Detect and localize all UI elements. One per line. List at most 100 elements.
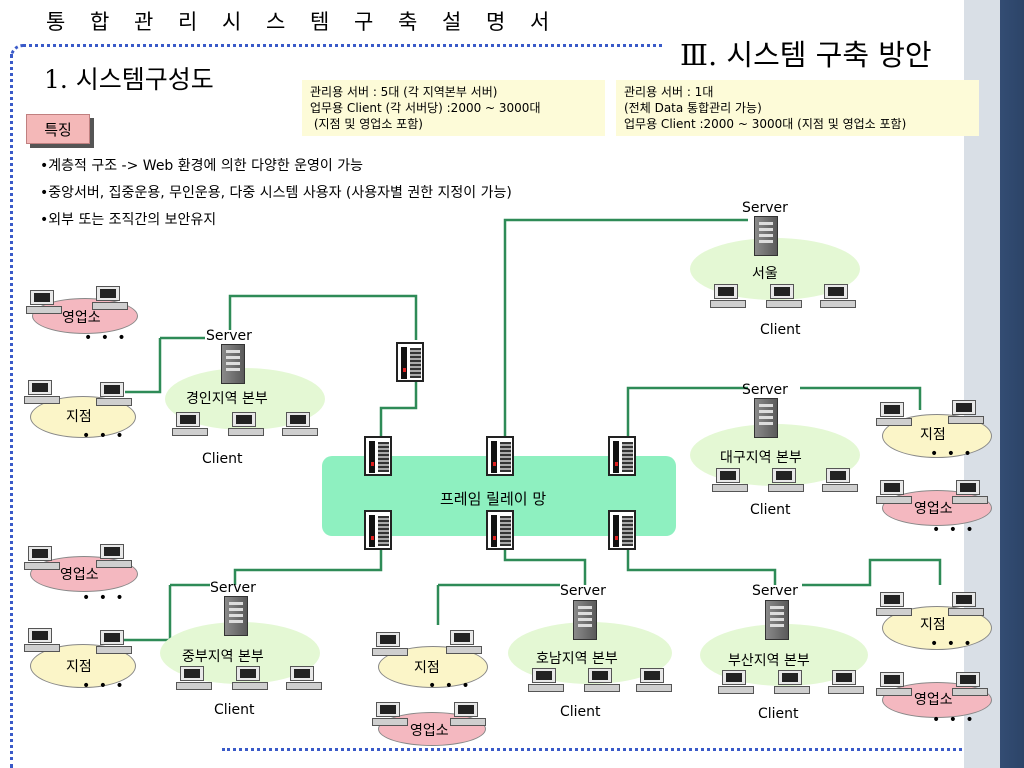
client-label: Client (214, 702, 255, 718)
feature-bullet: •중앙서버, 집중운용, 무인운용, 다중 시스템 사용자 (사용자별 권한 지… (40, 185, 512, 201)
branch-label: 지점 (414, 660, 440, 676)
server-tower-icon (754, 398, 778, 438)
region-name-seoul: 서울 (752, 266, 778, 282)
client-pc-icon (828, 670, 864, 696)
client-pc-icon (172, 412, 208, 438)
branch-pc-icon (948, 400, 984, 426)
more-dots: • • • (932, 522, 976, 538)
client-pc-icon (584, 668, 620, 694)
router-icon (364, 510, 392, 550)
office-pc-icon (24, 546, 60, 572)
office-pc-icon (26, 290, 62, 316)
router-icon (396, 342, 424, 382)
note-central-server: 관리용 서버 : 1대 (전체 Data 통합관리 가능) 업무용 Client… (616, 80, 979, 136)
more-dots: • • • (82, 428, 126, 444)
client-pc-icon (286, 666, 322, 692)
server-label: Server (206, 328, 252, 344)
office-pc-icon (450, 702, 486, 728)
office-pc-icon (876, 480, 912, 506)
link-gyeongin (228, 294, 418, 340)
office-label: 영업소 (62, 310, 101, 326)
server-tower-icon (754, 216, 778, 256)
office-pc-icon (876, 672, 912, 698)
branch-label: 지점 (920, 617, 946, 633)
branch-label: 지점 (66, 409, 92, 425)
branch-pc-icon (24, 628, 60, 654)
feature-badge: 특징 (26, 114, 90, 144)
client-pc-icon (768, 468, 804, 494)
branch-label: 지점 (66, 659, 92, 675)
note-regional-servers: 관리용 서버 : 5대 (각 지역본부 서버) 업무용 Client (각 서버… (302, 80, 605, 136)
link-daegu (626, 386, 748, 438)
note-line: 업무용 Client (각 서버당) :2000 ~ 3000대 (310, 101, 541, 115)
note-line: (지점 및 영업소 포함) (310, 117, 423, 131)
note-line: (전체 Data 통합관리 가능) (624, 101, 762, 115)
note-line: 관리용 서버 : 5대 (각 지역본부 서버) (310, 85, 498, 99)
branch-pc-icon (96, 382, 132, 408)
branch-label: 지점 (920, 427, 946, 443)
client-label: Client (750, 502, 791, 518)
link-jungbu (233, 548, 383, 585)
region-name-daegu: 대구지역 본부 (720, 450, 802, 466)
office-site (378, 712, 486, 746)
more-dots: • • • (930, 446, 974, 462)
region-name-gyeongin: 경인지역 본부 (186, 391, 268, 407)
server-tower-icon (573, 600, 597, 640)
dotted-frame-top (10, 44, 663, 57)
dotted-frame-bottom (222, 748, 962, 751)
link-rl-fr (379, 380, 418, 438)
branch-pc-icon (96, 630, 132, 656)
client-pc-icon (766, 284, 802, 310)
document-title: 통 합 관 리 시 스 템 구 축 설 명 서 (46, 10, 559, 34)
office-label: 영업소 (914, 501, 953, 517)
link-honam (503, 548, 587, 585)
office-pc-icon (952, 672, 988, 698)
server-label: Server (742, 382, 788, 398)
server-label: Server (560, 583, 606, 599)
more-dots: • • • (932, 712, 976, 728)
client-pc-icon (710, 284, 746, 310)
region-name-honam: 호남지역 본부 (536, 651, 618, 667)
client-pc-icon (636, 668, 672, 694)
more-dots: • • • (84, 330, 128, 346)
branch-pc-icon (372, 632, 408, 658)
section-title: Ⅲ. 시스템 구축 방안 (680, 38, 932, 72)
client-pc-icon (774, 670, 810, 696)
client-pc-icon (820, 284, 856, 310)
frame-relay-label: 프레임 릴레이 망 (440, 490, 547, 508)
branch-pc-icon (24, 380, 60, 406)
subsection-title: 1. 시스템구성도 (44, 65, 214, 94)
router-icon (608, 510, 636, 550)
client-pc-icon (718, 670, 754, 696)
region-name-busan: 부산지역 본부 (728, 653, 810, 669)
client-pc-icon (176, 666, 212, 692)
link-gyeongin-branch (125, 338, 162, 394)
link-daegu-ext (800, 386, 922, 410)
server-tower-icon (221, 344, 245, 384)
client-label: Client (560, 704, 601, 720)
office-pc-icon (92, 286, 128, 312)
branch-pc-icon (876, 592, 912, 618)
office-pc-icon (96, 544, 132, 570)
client-label: Client (202, 451, 243, 467)
more-dots: • • • (82, 678, 126, 694)
client-pc-icon (712, 468, 748, 494)
client-pc-icon (282, 412, 318, 438)
feature-bullet: •외부 또는 조직간의 보안유지 (40, 212, 217, 228)
client-label: Client (760, 322, 801, 338)
office-label: 영업소 (60, 567, 99, 583)
link-busan (626, 548, 777, 585)
client-pc-icon (528, 668, 564, 694)
more-dots: • • • (930, 636, 974, 652)
note-line: 관리용 서버 : 1대 (624, 85, 714, 99)
server-label: Server (210, 580, 256, 596)
dotted-frame-left (10, 54, 13, 768)
more-dots: • • • (428, 678, 472, 694)
router-icon (364, 436, 392, 476)
branch-pc-icon (446, 630, 482, 656)
client-pc-icon (232, 666, 268, 692)
branch-pc-icon (876, 402, 912, 428)
client-pc-icon (822, 468, 858, 494)
link-busan-branch (802, 558, 942, 587)
